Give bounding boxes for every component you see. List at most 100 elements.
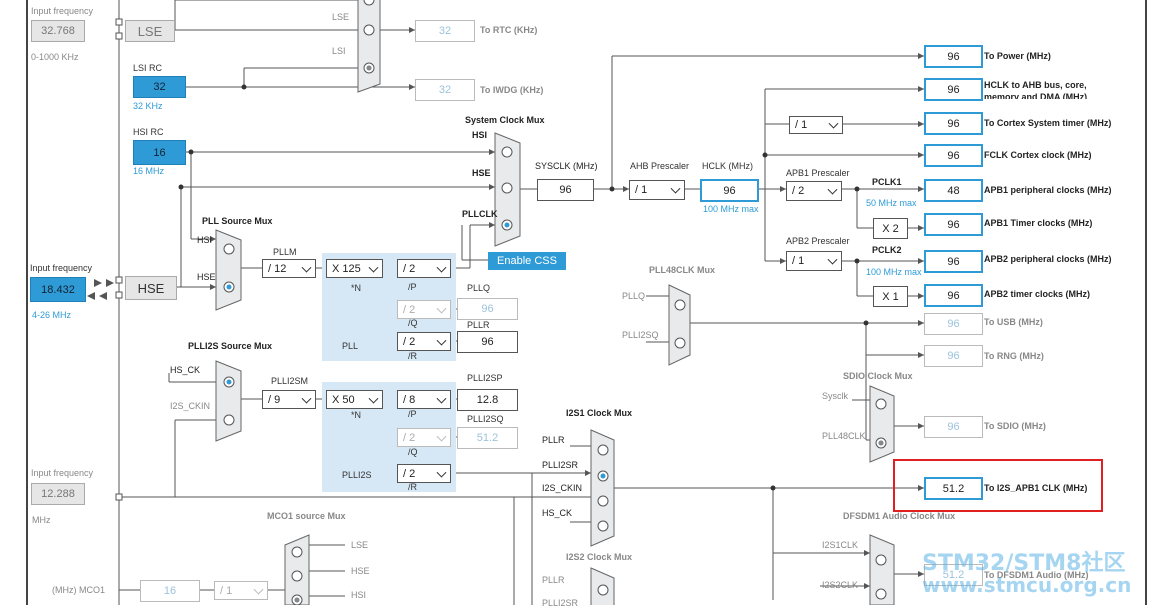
sysclk-mux-pllclk: PLLCLK bbox=[462, 209, 498, 219]
output-label-apb2-periph: APB2 peripheral clocks (MHz) bbox=[984, 254, 1112, 264]
mco1-value: 16 bbox=[140, 580, 200, 602]
enable-css-button[interactable]: Enable CSS bbox=[488, 252, 566, 270]
output-value-hclk[interactable]: 96 bbox=[924, 78, 983, 101]
plli2sq-value: 51.2 bbox=[457, 427, 518, 449]
i2s1-plli2sr: PLLI2SR bbox=[542, 460, 579, 470]
sdio-pll48clk: PLL48CLK bbox=[822, 431, 866, 441]
pclk2-label: PCLK2 bbox=[872, 245, 902, 255]
apb2-prescaler-value: / 1 bbox=[792, 255, 805, 267]
plli2sm-value: / 9 bbox=[268, 393, 281, 406]
plli2s-p-label: /P bbox=[408, 409, 417, 419]
plli2s-n-select[interactable]: X 50 bbox=[326, 390, 383, 409]
watermark-title: STM32/STM8社区 bbox=[922, 551, 1126, 576]
chevron-down-icon bbox=[436, 335, 447, 346]
iwdg-label: To IWDG (KHz) bbox=[480, 85, 544, 95]
rtc-mux-shape bbox=[357, 0, 381, 93]
plli2s-n-label: *N bbox=[351, 410, 362, 420]
ahb-prescaler-select[interactable]: / 1 bbox=[629, 180, 685, 200]
pll-n-select[interactable]: X 125 bbox=[326, 259, 383, 278]
pllq-value: 96 bbox=[457, 298, 518, 320]
chevron-down-icon bbox=[436, 262, 447, 273]
apb1-prescaler-value: / 2 bbox=[792, 185, 805, 197]
mco1-divider-select[interactable]: / 1 bbox=[214, 581, 268, 600]
pll-src-mux-title: PLL Source Mux bbox=[202, 216, 273, 226]
pll-p-label: /P bbox=[408, 282, 417, 292]
hse-block[interactable]: HSE bbox=[125, 276, 177, 300]
i2s-apb1-value[interactable]: 51.2 bbox=[924, 477, 983, 500]
apb1-label: APB1 Prescaler bbox=[786, 168, 850, 178]
lsi-rc-label: LSI RC bbox=[133, 63, 163, 73]
lse-input-field[interactable]: 32.768 bbox=[31, 20, 85, 42]
sdio-value: 96 bbox=[924, 416, 983, 438]
plli2s-q-value: / 2 bbox=[403, 431, 416, 444]
chevron-down-icon bbox=[368, 393, 379, 404]
chevron-down-icon bbox=[827, 254, 838, 265]
apb2-prescaler-select[interactable]: / 1 bbox=[786, 251, 842, 271]
mco1-mux-title: MCO1 source Mux bbox=[267, 511, 346, 521]
output-value-cortex-timer[interactable]: 96 bbox=[924, 112, 983, 135]
output-value-apb2-periph[interactable]: 96 bbox=[924, 250, 983, 273]
pll-p-select[interactable]: / 2 bbox=[397, 259, 451, 278]
lse-range: 0-1000 KHz bbox=[31, 52, 79, 62]
rtc-mux-lse: LSE bbox=[332, 12, 350, 22]
apb1-prescaler-select[interactable]: / 2 bbox=[786, 181, 842, 201]
hclk-value[interactable]: 96 bbox=[700, 179, 759, 202]
i2s1-pllr: PLLR bbox=[542, 435, 565, 445]
chevron-down-icon bbox=[253, 584, 264, 595]
ahb-prescaler-value: / 1 bbox=[635, 184, 648, 196]
rng-label: To RNG (MHz) bbox=[984, 351, 1044, 361]
pllm-select[interactable]: / 12 bbox=[262, 259, 316, 278]
lse-block[interactable]: LSE bbox=[125, 20, 175, 42]
output-value-apb2-timer[interactable]: 96 bbox=[924, 284, 983, 307]
chevron-down-icon bbox=[301, 262, 312, 273]
usb-label: To USB (MHz) bbox=[984, 317, 1043, 327]
highlight-rect bbox=[893, 459, 1103, 512]
plli2s-q-select[interactable]: / 2 bbox=[397, 428, 451, 447]
plli2s-r-select[interactable]: / 2 bbox=[397, 464, 451, 483]
i2s1-mux-title: I2S1 Clock Mux bbox=[566, 408, 633, 418]
i2s-input-unit: MHz bbox=[32, 515, 51, 525]
plli2sm-select[interactable]: / 9 bbox=[262, 390, 316, 409]
pll48-pllq: PLLQ bbox=[622, 291, 646, 301]
i2s-input-field[interactable]: 12.288 bbox=[31, 483, 85, 505]
i2s2-pllr: PLLR bbox=[542, 575, 565, 585]
hse-range: 4-26 MHz bbox=[32, 310, 72, 320]
hse-input-field[interactable]: 18.432 bbox=[30, 277, 86, 302]
pll-r-label: /R bbox=[408, 351, 417, 361]
output-value-apb1-periph[interactable]: 48 bbox=[924, 179, 983, 202]
rng-value: 96 bbox=[924, 345, 983, 367]
plli2s-n-value: X 50 bbox=[332, 393, 355, 406]
usb-value: 96 bbox=[924, 313, 983, 335]
pll-q-select[interactable]: / 2 bbox=[397, 300, 451, 319]
pllm-value: / 12 bbox=[268, 262, 287, 275]
plli2sq-label: PLLI2SQ bbox=[467, 414, 504, 424]
sysclk-label: SYSCLK (MHz) bbox=[535, 161, 598, 171]
cortex-divider-select[interactable]: / 1 bbox=[789, 116, 843, 134]
plli2sm-label: PLLI2SM bbox=[271, 376, 309, 386]
pll-r-select[interactable]: / 2 bbox=[397, 332, 451, 351]
pll-name: PLL bbox=[342, 341, 359, 351]
pll-n-label: *N bbox=[351, 283, 362, 293]
chevron-down-icon bbox=[301, 393, 312, 404]
hsi-rc-value[interactable]: 16 bbox=[133, 140, 186, 165]
sysclk-mux-title: System Clock Mux bbox=[465, 115, 545, 125]
hse-input-label: Input frequency bbox=[30, 263, 93, 273]
lsi-rc-value[interactable]: 32 bbox=[133, 76, 186, 98]
chevron-down-icon bbox=[828, 118, 839, 129]
apb2-timer-multiplier: X 1 bbox=[873, 286, 908, 307]
i2s2-plli2sr: PLLI2SR bbox=[542, 598, 579, 608]
plli2sp-value[interactable]: 12.8 bbox=[457, 389, 518, 411]
pll-r-value: / 2 bbox=[403, 335, 416, 348]
plli2s-p-select[interactable]: / 8 bbox=[397, 390, 451, 409]
pllr-value[interactable]: 96 bbox=[457, 331, 518, 353]
plli2s-src-mux-title: PLLI2S Source Mux bbox=[188, 341, 273, 351]
output-value-power[interactable]: 96 bbox=[924, 45, 983, 68]
output-value-apb1-timer[interactable]: 96 bbox=[924, 213, 983, 236]
chevron-down-icon bbox=[436, 303, 447, 314]
output-value-fclk[interactable]: 96 bbox=[924, 144, 983, 167]
rtc-label: To RTC (KHz) bbox=[480, 25, 538, 35]
chevron-down-icon bbox=[368, 262, 379, 273]
i2s1-i2s-ckin: I2S_CKIN bbox=[542, 483, 583, 493]
pll-n-value: X 125 bbox=[332, 262, 361, 275]
sysclk-value[interactable]: 96 bbox=[537, 179, 594, 201]
